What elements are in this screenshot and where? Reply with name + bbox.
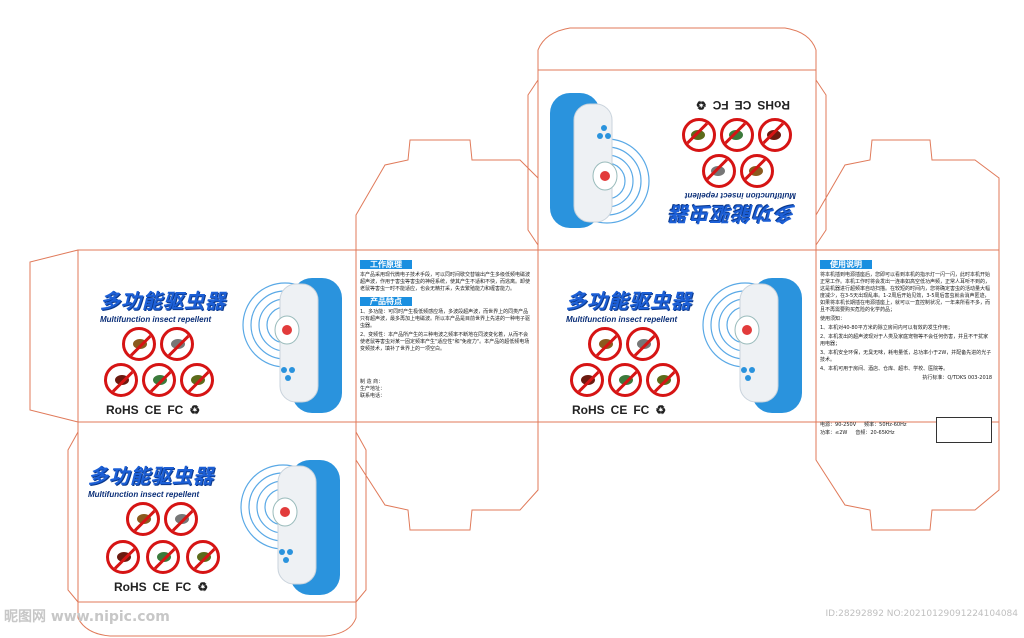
barcode-box — [936, 417, 992, 443]
fc-mark: FC — [712, 98, 729, 112]
forbidden-locust-icon — [122, 327, 156, 361]
spec-table: 电源：90-250V 频率：50Hz-60Hz 功率：≤2W 音频：20-65K… — [820, 422, 907, 436]
recycle-icon: ♻ — [197, 580, 209, 594]
feature-1: 1、多功能：可同时产生极低频感应场，多波段超声波，而世界上的同类产品只有超声波，… — [360, 309, 531, 329]
forbidden-fly-icon — [758, 118, 792, 152]
cert-marks: RoHS CE FC ♻ — [690, 98, 790, 112]
forbidden-bedbug-icon — [646, 363, 680, 397]
cert-marks: RoHS CE FC ♻ — [572, 403, 672, 417]
product-title-en: Multifunction insect repellent — [566, 315, 678, 324]
forbidden-mouse-icon — [626, 327, 660, 361]
forbidden-mouse-icon — [160, 327, 194, 361]
ultra-value: 20-65KHz — [870, 430, 895, 436]
usage-note-3: 3、本机安全环保，无臭无味，耗电量低，总功率小于2W，并配备先进的光子技术。 — [820, 350, 992, 363]
rohs-mark: RoHS — [106, 403, 139, 417]
forbidden-mouse-icon — [702, 154, 736, 188]
usage-note-1: 1、本机对40-80平方米的除立房间内可以有效的发生作用； — [820, 325, 953, 331]
forbidden-locust-icon — [126, 502, 160, 536]
cert-marks: RoHS CE FC ♻ — [106, 403, 206, 417]
cert-marks: RoHS CE FC ♻ — [114, 580, 214, 594]
usage-header: 使用说明 — [820, 260, 872, 269]
device-illustration — [702, 278, 802, 413]
bottom-panel: 多功能驱虫器 Multifunction insect repellent Ro… — [78, 422, 356, 602]
usage-notes-title: 使用须知： — [820, 316, 846, 322]
feature-2: 2、变频性：本产品所产生的三种电波之频率不断地在同波变化着，从而不会使老鼠等害虫… — [360, 332, 530, 352]
forbidden-bedbug-icon — [180, 363, 214, 397]
top-panel: 多功能驱虫器 Multifunction insect repellent Ro… — [538, 70, 816, 250]
work-principle-panel: 工作原理 本产品采用现代微电子技术手段，可以同时间歇交替输出产生多级低频电磁波超… — [360, 258, 532, 400]
fc-mark: FC — [175, 580, 192, 594]
usage-note-4: 4、本机可用于房间、酒店、仓库、超市、学校、医院等。 — [820, 366, 949, 372]
rohs-mark: RoHS — [757, 98, 790, 112]
device-illustration — [550, 93, 650, 228]
product-title-cn: 多功能驱虫器 — [566, 289, 692, 313]
forbidden-mosquito-icon — [608, 363, 642, 397]
work-principle-header: 工作原理 — [360, 260, 412, 269]
forbidden-bedbug-icon — [186, 540, 220, 574]
device-illustration — [240, 460, 340, 595]
product-title-cn: 多功能驱虫器 — [88, 464, 214, 488]
usage-panel: 使用说明 将本机插到电源插座后，您即可以看到本机的指示灯一闪一闪，此时本机开始正… — [820, 258, 992, 384]
ce-mark: CE — [152, 580, 170, 594]
front-panel-brand: 多功能驱虫器 Multifunction insect repellent Ro… — [100, 285, 270, 417]
manufacturer-label: 制 造 商： — [360, 379, 384, 385]
forbidden-fly-icon — [106, 540, 140, 574]
forbidden-fly-icon — [104, 363, 138, 397]
forbidden-fly-icon — [570, 363, 604, 397]
forbidden-mosquito-icon — [142, 363, 176, 397]
recycle-icon: ♻ — [695, 98, 707, 112]
freq-value: 50Hz-60Hz — [879, 422, 907, 428]
voltage-value: 90-250V — [835, 422, 857, 428]
device-illustration — [242, 278, 342, 413]
forbidden-mouse-icon — [164, 502, 198, 536]
address-label: 生产地址： — [360, 386, 386, 392]
product-title-en: Multifunction insect repellent — [88, 490, 200, 499]
power-value: ≤2W — [835, 430, 848, 436]
watermark-right: ID:28292892 NO:20210129091224104084 — [825, 609, 1019, 619]
ce-mark: CE — [610, 403, 628, 417]
usage-note-2: 2、本机发出的超声波现对于人类及家庭宠物等不会任何伤害，并且不干扰家用电器； — [820, 334, 989, 347]
recycle-icon: ♻ — [189, 403, 201, 417]
product-title-cn: 多功能驱虫器 — [100, 289, 226, 313]
ce-mark: CE — [734, 98, 752, 112]
fc-mark: FC — [633, 403, 650, 417]
features-header: 产品特点 — [360, 297, 412, 306]
rohs-mark: RoHS — [114, 580, 147, 594]
watermark-left: 昵图网 www.nipic.com — [4, 609, 170, 625]
back-panel-brand: 多功能驱虫器 Multifunction insect repellent Ro… — [566, 285, 736, 417]
ce-mark: CE — [144, 403, 162, 417]
standard-text: 执行标准：Q/TDKS 003-2018 — [922, 375, 992, 381]
forbidden-locust-icon — [588, 327, 622, 361]
usage-text: 将本机插到电源插座后，您即可以看到本机的指示灯一闪一闪，此时本机开始正常工作。本… — [820, 272, 991, 313]
work-principle-text: 本产品采用现代微电子技术手段，可以同时间歇交替输出产生多级低频电磁波超声波，作用… — [360, 272, 531, 292]
phone-label: 联系电话： — [360, 393, 386, 399]
forbidden-bedbug-icon — [682, 118, 716, 152]
forbidden-locust-icon — [740, 154, 774, 188]
recycle-icon: ♻ — [655, 403, 667, 417]
forbidden-mosquito-icon — [720, 118, 754, 152]
fc-mark: FC — [167, 403, 184, 417]
product-title-en: Multifunction insect repellent — [100, 315, 212, 324]
forbidden-mosquito-icon — [146, 540, 180, 574]
rohs-mark: RoHS — [572, 403, 605, 417]
